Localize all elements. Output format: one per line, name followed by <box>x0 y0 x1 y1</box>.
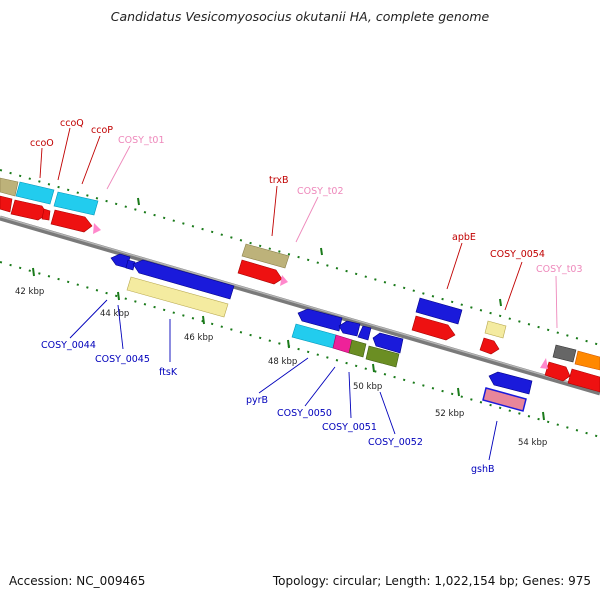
gene-feature[interactable] <box>132 259 235 300</box>
gene-feature[interactable] <box>53 191 99 216</box>
gene-label[interactable]: COSY_0051 <box>322 422 377 433</box>
accession-text: Accession: NC_009465 <box>9 574 146 588</box>
gene-label[interactable]: pyrB <box>246 395 268 406</box>
gene-feature[interactable] <box>10 199 48 221</box>
rna-leader-lines <box>106 145 558 329</box>
plus-leader-lines <box>39 127 523 311</box>
gene-label[interactable]: COSY_t01 <box>118 135 165 146</box>
gene-feature[interactable] <box>544 361 571 382</box>
gene-feature[interactable] <box>357 325 372 341</box>
tick-label: 42 kbp <box>15 287 44 297</box>
tick-label: 50 kbp <box>353 382 382 392</box>
gene-label[interactable]: gshB <box>471 464 495 475</box>
gene-feature[interactable] <box>348 339 367 358</box>
gene-label[interactable]: COSY_0045 <box>95 354 150 365</box>
gene-label[interactable]: COSY_0054 <box>490 249 545 260</box>
minus-gene-labels: COSY_0044 COSY_0045 ftsK pyrB COSY_0050 … <box>41 340 495 475</box>
gene-label[interactable]: ccoO <box>30 138 54 149</box>
gene-feature[interactable] <box>479 337 500 355</box>
gene-label[interactable]: ccoQ <box>60 118 84 129</box>
tick-track-lower <box>0 261 600 438</box>
gene-feature[interactable] <box>482 387 527 412</box>
gene-feature[interactable] <box>297 308 343 332</box>
trna-feature[interactable] <box>280 275 288 286</box>
gene-feature[interactable] <box>0 195 13 213</box>
minus-strand-features <box>110 253 533 412</box>
gene-label[interactable]: COSY_0052 <box>368 437 423 448</box>
gene-feature[interactable] <box>241 243 290 269</box>
trna-feature[interactable] <box>540 358 548 369</box>
gene-feature[interactable] <box>110 253 131 269</box>
gene-feature[interactable] <box>338 320 361 337</box>
gene-label[interactable]: trxB <box>269 175 289 186</box>
tick-track-upper <box>0 169 600 346</box>
gene-feature[interactable] <box>15 181 55 205</box>
gene-feature[interactable] <box>411 315 456 341</box>
gene-feature[interactable] <box>365 345 400 368</box>
gene-feature[interactable] <box>372 332 404 354</box>
gene-feature[interactable] <box>50 209 93 233</box>
tick-label: 48 kbp <box>268 357 297 367</box>
gene-label[interactable]: COSY_0050 <box>277 408 332 419</box>
gene-label[interactable]: COSY_t02 <box>297 186 344 197</box>
gene-feature[interactable] <box>484 320 507 339</box>
gene-feature[interactable] <box>488 371 533 395</box>
gene-feature[interactable] <box>332 334 353 354</box>
plus-strand-features <box>0 177 600 393</box>
gene-label[interactable]: ftsK <box>159 367 178 378</box>
gene-label[interactable]: COSY_0044 <box>41 340 96 351</box>
gene-feature[interactable] <box>0 177 19 197</box>
gene-feature[interactable] <box>574 350 600 371</box>
map-title: Candidatus Vesicomyosocius okutanii HA, … <box>110 9 490 24</box>
major-ticks <box>32 197 545 421</box>
genome-backbone <box>0 215 600 396</box>
gene-feature[interactable] <box>125 259 136 271</box>
gene-label[interactable]: COSY_t03 <box>536 264 583 275</box>
gene-label[interactable]: ccoP <box>91 125 113 136</box>
gene-feature[interactable] <box>41 208 51 221</box>
gene-feature[interactable] <box>552 344 577 363</box>
gene-feature[interactable] <box>415 297 463 325</box>
gene-feature[interactable] <box>126 276 229 318</box>
tick-label: 44 kbp <box>100 309 129 319</box>
scale-labels: 42 kbp 44 kbp 46 kbp 48 kbp 50 kbp 52 kb… <box>15 287 547 448</box>
gene-feature[interactable] <box>237 259 283 285</box>
minus-leader-lines <box>69 299 498 461</box>
gene-label[interactable]: apbE <box>452 232 476 243</box>
tick-label: 52 kbp <box>435 409 464 419</box>
tick-label: 54 kbp <box>518 438 547 448</box>
genome-summary-text: Topology: circular; Length: 1,022,154 bp… <box>272 574 591 588</box>
gene-feature[interactable] <box>567 368 600 393</box>
tick-label: 46 kbp <box>184 333 213 343</box>
trna-feature[interactable] <box>93 223 101 234</box>
plus-gene-labels: ccoO ccoQ ccoP COSY_t01 trxB COSY_t02 ap… <box>30 118 583 275</box>
